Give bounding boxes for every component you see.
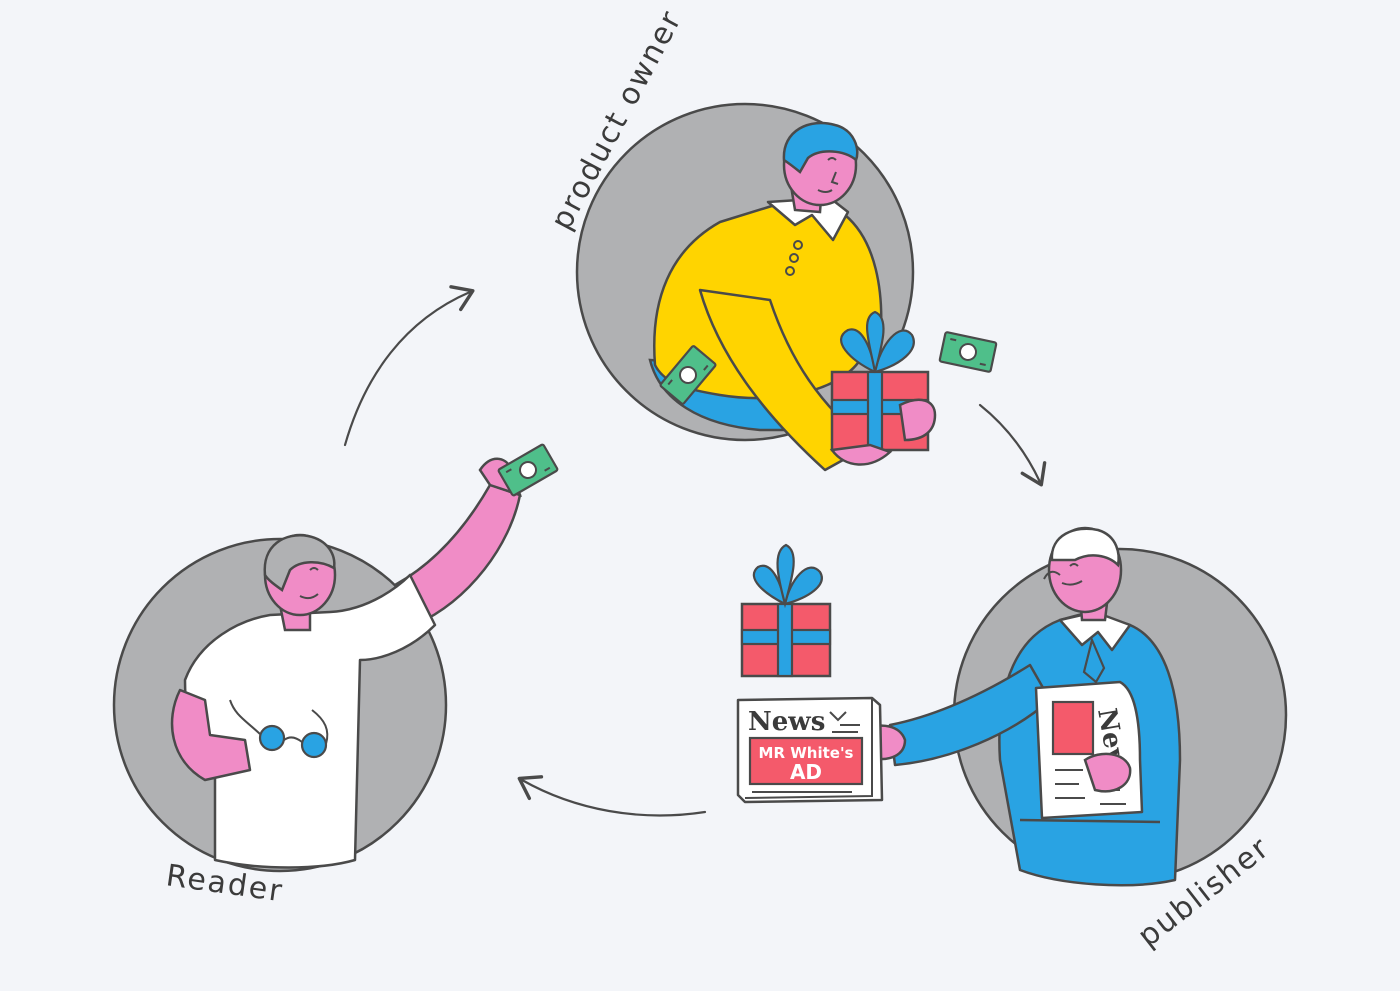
glasses-icon [229,699,329,759]
arrow-icon [343,285,475,447]
gift-icon [740,543,832,678]
publisher-figure: News [863,526,1288,887]
reader-figure [112,442,560,873]
newspaper-icon: News [1034,680,1144,820]
arrow-icon [517,775,707,817]
product-owner-figure [575,102,998,472]
arrow-icon [978,403,1047,487]
ad-line-2: AD [790,760,822,784]
newspaper-masthead: News [748,707,825,737]
money-icon [938,330,998,374]
newspaper-icon: News MR White's AD [736,696,884,804]
ad-line-1: MR White's [759,744,854,762]
